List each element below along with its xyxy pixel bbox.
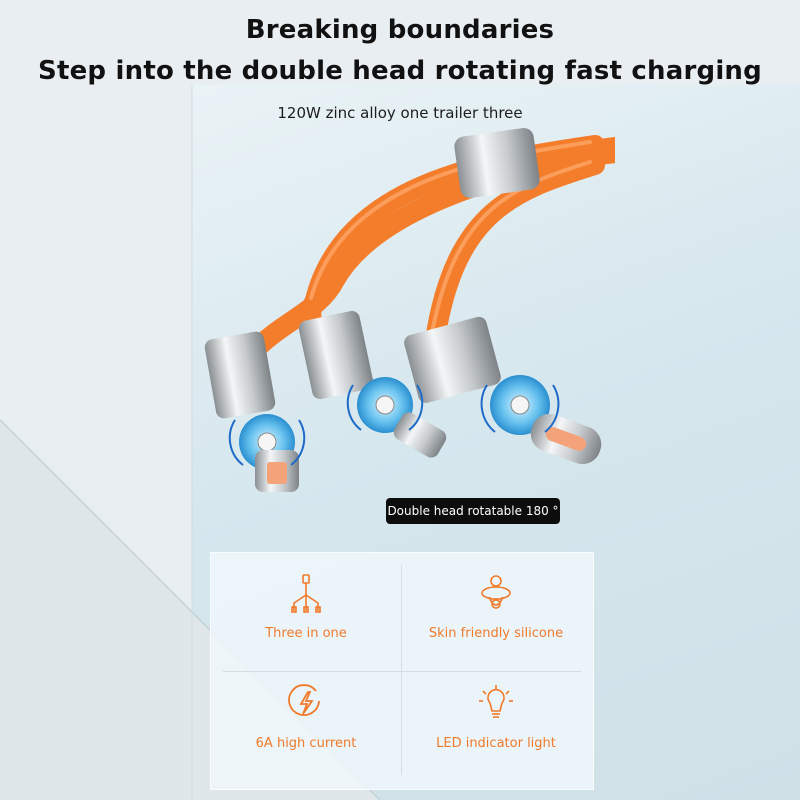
page-headline: Step into the double head rotating fast … — [38, 56, 762, 86]
feature-label: LED indicator light — [436, 736, 556, 751]
divider — [401, 565, 402, 775]
divider — [223, 671, 581, 672]
page-subtitle: 120W zinc alloy one trailer three — [277, 104, 523, 122]
feature-silicone: Skin friendly silicone — [401, 553, 591, 671]
feature-three-in-one: Three in one — [211, 553, 401, 671]
feature-current: 6A high current — [211, 671, 401, 789]
pacifier-icon — [481, 575, 511, 609]
page-title: Breaking boundaries — [245, 15, 555, 45]
bulb-icon — [479, 685, 513, 718]
cable-product-image — [204, 128, 615, 492]
features-panel: Three in one Skin friendly silicone 6A h… — [210, 552, 594, 790]
feature-label: Skin friendly silicone — [428, 626, 564, 641]
rotation-badge: Double head rotatable 180 ° — [386, 498, 560, 524]
lightning-icon — [288, 684, 320, 716]
cable-split-icon — [291, 574, 321, 613]
feature-label: Three in one — [265, 626, 347, 641]
feature-label: 6A high current — [255, 736, 357, 751]
feature-led: LED indicator light — [401, 671, 591, 789]
